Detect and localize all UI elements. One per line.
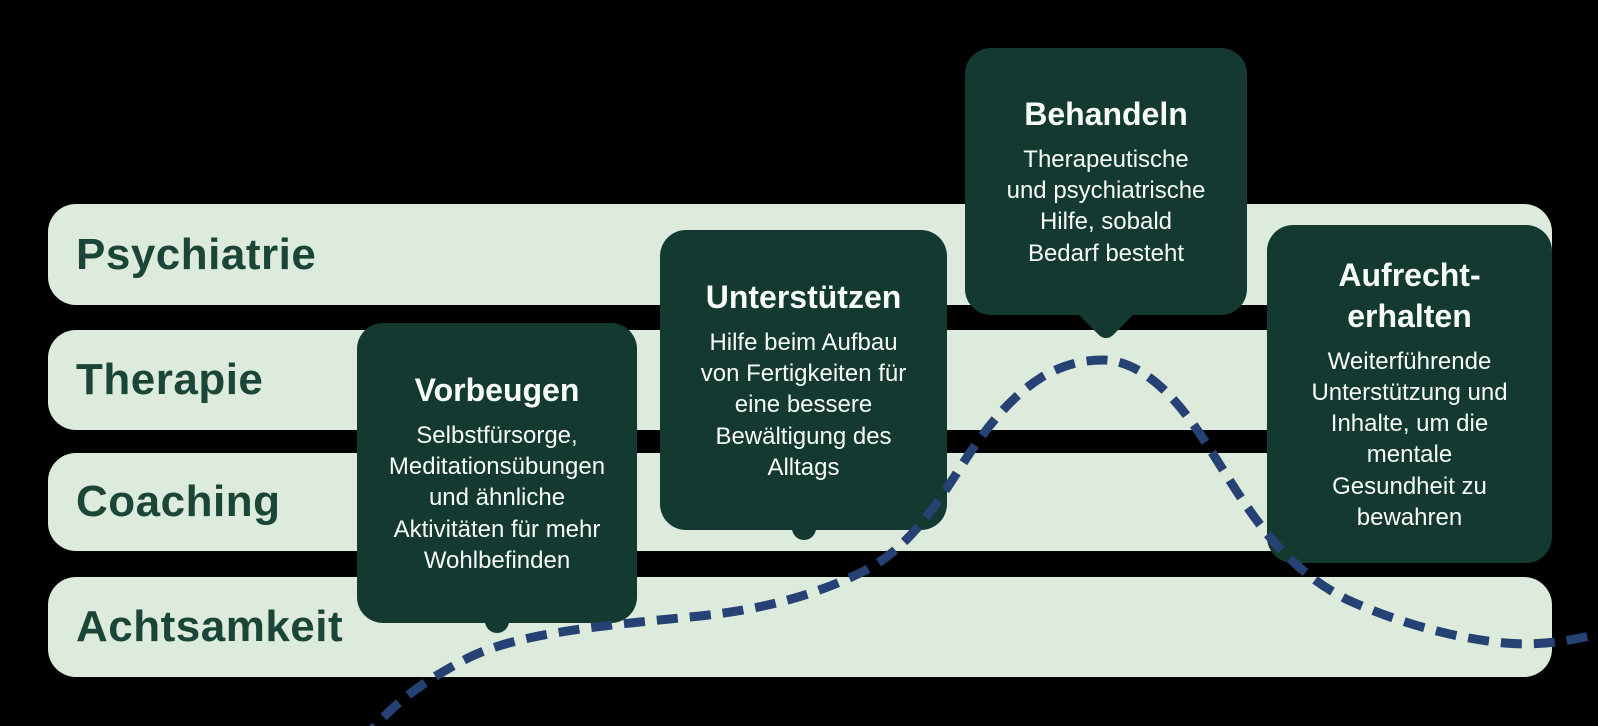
row-label-achtsamkeit: Achtsamkeit xyxy=(76,602,344,651)
card-title-behandeln: Behandeln xyxy=(1024,96,1188,133)
card-body-vorbeugen: Selbstfürsorge, Meditationsübungen und ä… xyxy=(388,422,606,574)
card-body-aufrechterhalten: Weiterführende Unterstützung und Inhalte… xyxy=(1311,347,1508,531)
card-title-aufrechterhalten: Aufrecht-erhalten xyxy=(1338,256,1481,334)
card-title-vorbeugen: Vorbeugen xyxy=(414,372,580,409)
card-title-unterstuetzen: Unterstützen xyxy=(705,279,902,316)
card-vorbeugen: Vorbeugen Selbstfürsorge, Meditationsübu… xyxy=(357,323,637,633)
row-label-psychiatrie: Psychiatrie xyxy=(76,229,317,279)
card-body-unterstuetzen: Hilfe beim Aufbau von Fertigkeiten für e… xyxy=(700,329,907,481)
row-label-coaching: Coaching xyxy=(76,477,281,526)
card-behandeln: Behandeln Therapeutische und psychiatris… xyxy=(965,48,1247,343)
card-tail-dot xyxy=(485,609,509,633)
card-body-behandeln: Therapeutische und psychiatrische Hilfe,… xyxy=(1006,146,1206,267)
row-achtsamkeit: Achtsamkeit xyxy=(48,577,1552,677)
card-unterstuetzen: Unterstützen Hilfe beim Aufbau von Ferti… xyxy=(660,230,947,540)
row-label-therapie: Therapie xyxy=(76,355,264,404)
card-aufrechterhalten: Aufrecht-erhalten Weiterführende Unterst… xyxy=(1267,225,1552,563)
card-tail-dot xyxy=(791,516,816,540)
